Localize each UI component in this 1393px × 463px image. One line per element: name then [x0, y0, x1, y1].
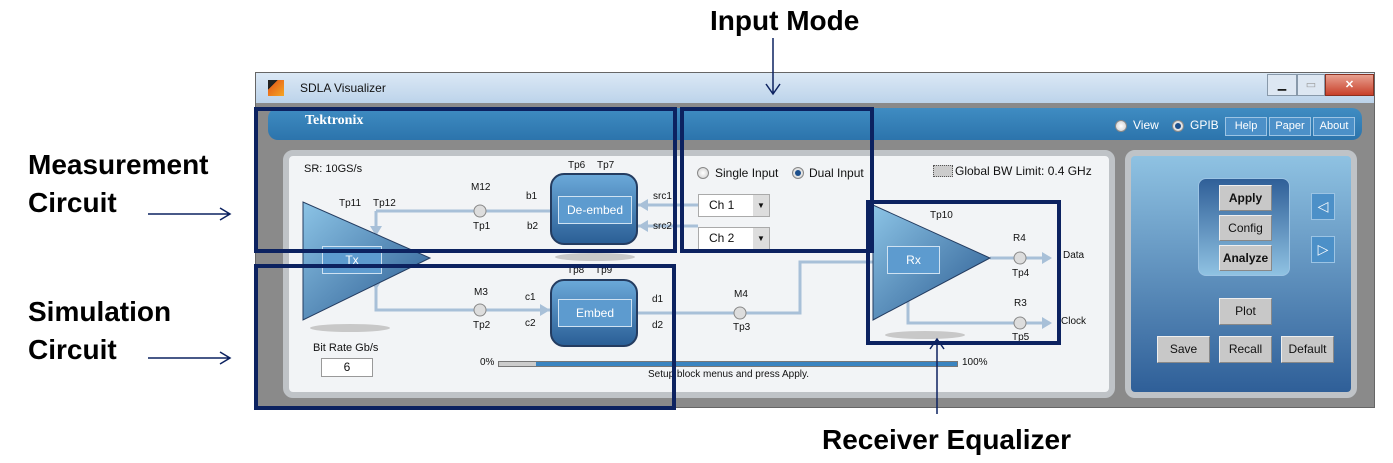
ch1-select[interactable]: Ch 1 ▼	[698, 194, 770, 217]
deembed-button[interactable]: De-embed	[558, 196, 632, 224]
embed-button[interactable]: Embed	[558, 299, 632, 327]
m4-label: M4	[734, 289, 748, 300]
bit-rate-input[interactable]: 6	[321, 358, 373, 377]
data-output-label: Data	[1063, 250, 1085, 261]
tektronix-logo: Tektronix	[305, 113, 364, 128]
plot-button[interactable]: Plot	[1219, 298, 1272, 325]
annotation-receiver-equalizer: Receiver Equalizer	[822, 424, 1072, 455]
rx-button[interactable]: Rx	[887, 246, 940, 274]
probe-m12	[473, 204, 487, 218]
chevron-down-icon: ▼	[753, 195, 769, 216]
tp9-label: Tp9	[595, 265, 613, 276]
matlab-icon	[268, 80, 284, 96]
progress-min: 0%	[480, 357, 495, 368]
tp10-label: Tp10	[930, 210, 953, 221]
progress-fill	[499, 362, 536, 366]
arrow-up-icon	[929, 337, 945, 414]
sample-rate: SR: 10GS/s	[304, 163, 363, 175]
d1-label: d1	[652, 294, 664, 305]
tp3-label: Tp3	[733, 322, 751, 333]
m12-label: M12	[471, 182, 491, 193]
save-button[interactable]: Save	[1157, 336, 1210, 363]
clock-output-label: Clock	[1061, 316, 1087, 327]
annotation-simulation-circuit: Simulation Circuit	[28, 296, 172, 365]
annotation-input-mode: Input Mode	[710, 5, 860, 36]
triangle-right-icon[interactable]: ▷	[1311, 236, 1335, 263]
c1-label: c1	[525, 292, 536, 303]
signal-lines	[374, 203, 1050, 325]
window-title: SDLA Visualizer	[300, 81, 386, 95]
arrow-right-icon	[148, 351, 232, 365]
src1-label: src1	[653, 191, 672, 202]
gpib-radio[interactable]	[1172, 120, 1184, 132]
src2-label: src2	[653, 221, 672, 232]
bit-rate-label: Bit Rate Gb/s	[313, 342, 379, 354]
tp5-label: Tp5	[1012, 332, 1030, 343]
config-button[interactable]: Config	[1219, 215, 1272, 241]
paper-button[interactable]: Paper	[1269, 117, 1311, 136]
r3-label: R3	[1014, 298, 1027, 309]
triangle-left-icon[interactable]: ◁	[1311, 193, 1335, 220]
input-mode-frame	[680, 107, 874, 253]
receiver-equalizer-frame	[866, 200, 1061, 345]
header-bar: Tektronix View GPIB Help Paper About	[268, 108, 1362, 140]
help-button[interactable]: Help	[1225, 117, 1267, 136]
probe-r4	[1013, 251, 1027, 265]
analyze-button[interactable]: Analyze	[1219, 245, 1272, 271]
r4-label: R4	[1013, 233, 1026, 244]
close-icon[interactable]: ✕	[1325, 74, 1374, 96]
view-label: View	[1133, 118, 1159, 132]
maximize-icon[interactable]: ▭	[1297, 74, 1325, 96]
c2-label: c2	[525, 318, 536, 329]
tp4-label: Tp4	[1012, 268, 1030, 279]
minimize-icon[interactable]: ▁	[1267, 74, 1297, 96]
gpib-label: GPIB	[1190, 118, 1219, 132]
arrow-right-icon	[148, 207, 232, 221]
about-button[interactable]: About	[1313, 117, 1355, 136]
global-bw-checkbox[interactable]	[933, 165, 953, 177]
single-input-label: Single Input	[715, 166, 779, 180]
d2-label: d2	[652, 320, 664, 331]
default-button[interactable]: Default	[1281, 336, 1334, 363]
dual-input-radio[interactable]	[792, 167, 804, 179]
probe-m3	[473, 303, 487, 317]
global-bw-label: Global BW Limit: 0.4 GHz	[955, 164, 1092, 178]
ch2-value: Ch 2	[709, 231, 735, 245]
tp1-label: Tp1	[473, 221, 491, 232]
dual-input-label: Dual Input	[809, 166, 864, 180]
title-bar: SDLA Visualizer ▁ ▭ ✕	[256, 73, 1374, 103]
tx-shadow	[310, 324, 390, 332]
tp12-label: Tp12	[373, 198, 396, 209]
recall-button[interactable]: Recall	[1219, 336, 1272, 363]
progress-bar	[498, 361, 958, 367]
tp8-label: Tp8	[567, 265, 585, 276]
circuit-panel	[283, 150, 1115, 398]
tp6-label: Tp6	[568, 160, 586, 171]
chevron-down-icon: ▼	[753, 228, 769, 249]
probe-r3	[1013, 316, 1027, 330]
apply-button[interactable]: Apply	[1219, 185, 1272, 211]
b2-label: b2	[527, 221, 539, 232]
ch1-value: Ch 1	[709, 198, 735, 212]
tp2-label: Tp2	[473, 320, 491, 331]
simulation-circuit-frame	[254, 264, 676, 410]
progress-max: 100%	[962, 357, 988, 368]
tp7-label: Tp7	[597, 160, 615, 171]
b1-label: b1	[526, 191, 538, 202]
status-text: Setup block menus and press Apply.	[648, 369, 810, 380]
tp11-label: Tp11	[339, 198, 362, 209]
single-input-radio[interactable]	[697, 167, 709, 179]
view-radio[interactable]	[1115, 120, 1127, 132]
measurement-circuit-frame	[254, 107, 677, 253]
annotation-measurement-circuit: Measurement Circuit	[28, 149, 209, 218]
arrow-down-icon	[765, 38, 781, 96]
m3-label: M3	[474, 287, 488, 298]
probe-m4	[733, 306, 747, 320]
